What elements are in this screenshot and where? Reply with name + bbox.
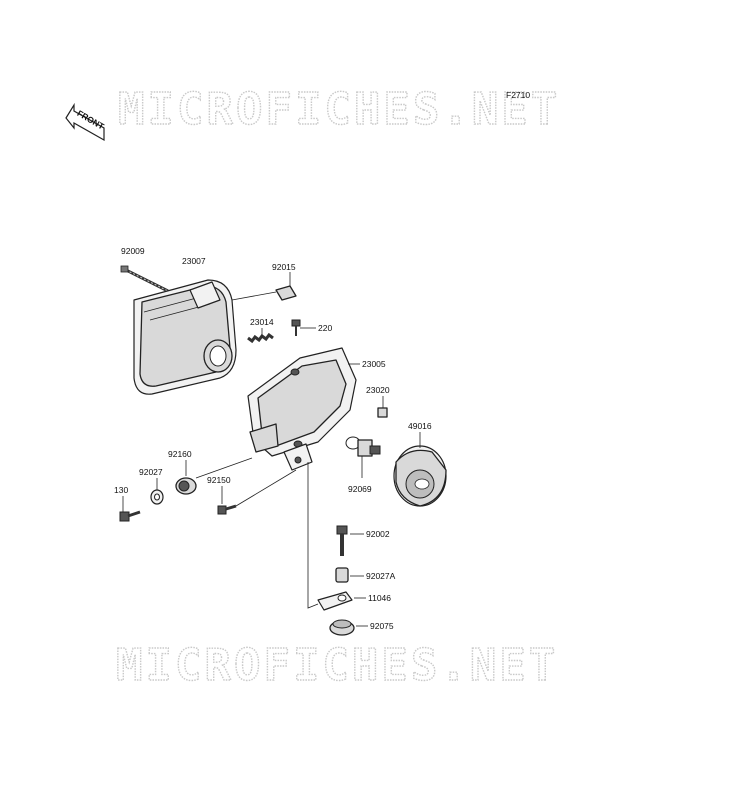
- label-49016: 49016: [408, 421, 432, 431]
- label-23007: 23007: [182, 256, 206, 266]
- label-92009: 92009: [121, 246, 145, 256]
- bracket-11046-icon: [317, 591, 366, 611]
- watermark-bottom: MICROFICHES.NET: [116, 640, 558, 691]
- bolt-130-icon: [119, 496, 141, 522]
- screw-220-icon: [291, 319, 316, 336]
- watermark-top: MICROFICHES.NET: [118, 84, 560, 135]
- label-92015: 92015: [272, 262, 296, 272]
- headlight-housing-23007-icon: [133, 279, 237, 395]
- clip-92015-icon: [231, 272, 297, 301]
- label-92069: 92069: [348, 484, 372, 494]
- bolt-92002-icon: [336, 525, 364, 556]
- bolt-92009-icon: [120, 265, 169, 293]
- label-92150: 92150: [207, 475, 231, 485]
- bracket-23005-icon: [247, 347, 360, 471]
- label-23020: 23020: [366, 385, 390, 395]
- bulb-92069-icon: [345, 436, 381, 478]
- label-92160: 92160: [168, 449, 192, 459]
- label-92027: 92027: [139, 467, 163, 477]
- socket-cover-49016-icon: [393, 432, 447, 507]
- bolt-92150-icon: [217, 469, 297, 515]
- front-arrow-icon: FRONT: [65, 102, 107, 142]
- diagram-code: F2710: [506, 90, 530, 100]
- spring-23014-icon: [247, 328, 274, 344]
- label-23005: 23005: [362, 359, 386, 369]
- label-220: 220: [318, 323, 332, 333]
- label-130: 130: [114, 485, 128, 495]
- label-11046: 11046: [368, 593, 391, 603]
- spacer-92027A-icon: [335, 567, 364, 583]
- label-92002: 92002: [366, 529, 390, 539]
- label-92075: 92075: [370, 621, 394, 631]
- nut-23020-icon: [377, 396, 388, 418]
- rubber-92075-icon: [329, 619, 368, 636]
- label-92027A: 92027A: [366, 571, 396, 581]
- label-23014: 23014: [250, 317, 274, 327]
- washer-92027-icon: [150, 478, 164, 505]
- grommet-92160-icon: [175, 457, 253, 495]
